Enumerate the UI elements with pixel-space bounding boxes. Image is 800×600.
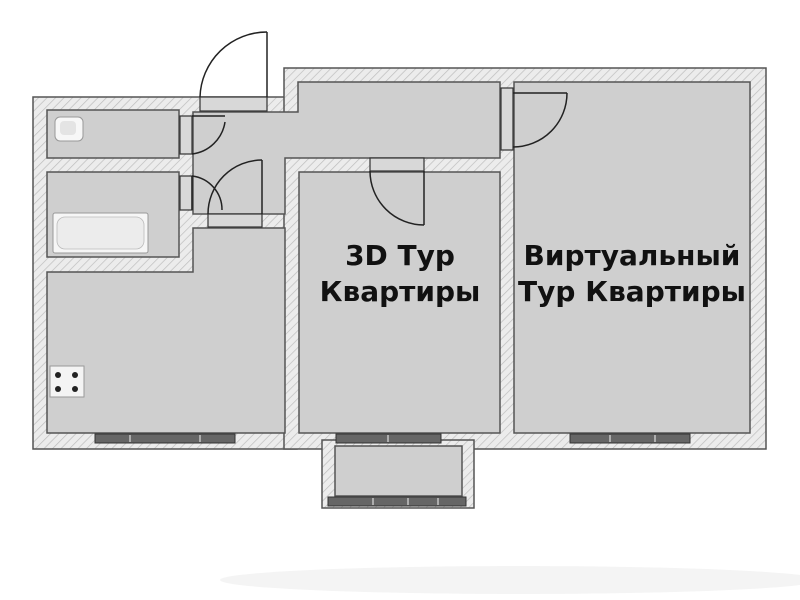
window-icon — [94, 433, 236, 444]
door-swing-icon — [191, 175, 223, 211]
room-label-line: Квартиры — [319, 275, 481, 308]
door-swings — [191, 31, 568, 226]
window-icon — [327, 496, 467, 507]
window-icon — [569, 433, 691, 444]
door-gap-bathroom — [179, 175, 193, 211]
door-openings — [179, 87, 514, 228]
background-smudge — [220, 566, 800, 594]
door-swing-icon — [191, 115, 226, 155]
floor-room-center — [298, 171, 501, 434]
floor-kitchen — [46, 227, 286, 434]
room-label-right: Виртуальный Тур Квартиры — [512, 238, 752, 310]
stove-icon — [49, 365, 85, 398]
room-label-center: 3D Тур Квартиры — [300, 238, 500, 310]
door-swing-icon — [207, 159, 263, 215]
door-gap-right — [500, 87, 514, 151]
door-gap-kitchen — [207, 213, 263, 228]
door-swing-icon — [369, 170, 425, 226]
door-gap-entrance — [199, 96, 268, 112]
floor-room-right — [513, 81, 751, 434]
room-label-line: 3D Тур — [345, 239, 455, 272]
door-gap-center — [369, 157, 425, 172]
room-label-line: Виртуальный — [523, 239, 741, 272]
bathtub-icon — [52, 212, 149, 254]
sink-icon — [54, 116, 84, 142]
window-mullions — [129, 435, 656, 505]
floor-balcony — [334, 445, 463, 497]
door-swing-icon — [199, 31, 268, 98]
room-label-line: Тур Квартиры — [518, 275, 746, 308]
door-swing-icon — [512, 92, 568, 148]
door-gap-toilet — [179, 115, 193, 155]
room-floors — [46, 81, 751, 497]
